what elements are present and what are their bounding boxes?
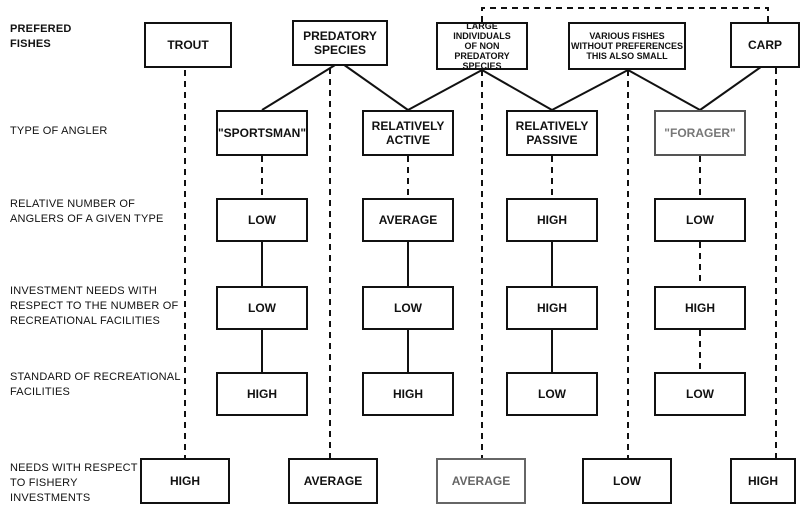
- value-label: LOW: [394, 301, 422, 315]
- value-label: LOW: [248, 213, 276, 227]
- investment-c4: HIGH: [654, 286, 746, 330]
- row-label-line: FACILITIES: [10, 386, 71, 398]
- row-label-standard: STANDARD OF RECREATIONAL FACILITIES: [10, 370, 181, 400]
- row-label-line: STANDARD OF RECREATIONAL: [10, 371, 181, 383]
- value-label: HIGH: [685, 301, 715, 315]
- value-label: HIGH: [537, 213, 567, 227]
- value-label: LOW: [538, 387, 566, 401]
- fishery-needs-trout: HIGH: [140, 458, 230, 504]
- row-label-line: FISHES: [10, 38, 51, 50]
- fish-label-line: SPECIES: [462, 61, 502, 71]
- angler-box-fourth: "FORAGER": [654, 110, 746, 156]
- angler-label-line: PASSIVE: [526, 133, 578, 147]
- row-label-line: RESPECT TO THE NUMBER OF: [10, 300, 179, 312]
- fish-label-line: VARIOUS FISHES: [589, 31, 665, 41]
- angler-label-line: ACTIVE: [385, 133, 430, 147]
- row-label-line: NEEDS WITH RESPECT: [10, 462, 138, 474]
- value-label: AVERAGE: [378, 213, 438, 227]
- investment-c2: LOW: [362, 286, 454, 330]
- value-label: HIGH: [247, 387, 277, 401]
- value-label: HIGH: [748, 474, 778, 488]
- value-label: HIGH: [170, 474, 200, 488]
- value-label: LOW: [686, 213, 714, 227]
- row-label-line: INVESTMENTS: [10, 492, 91, 504]
- fish-label: TROUT: [167, 38, 209, 52]
- fishery-needs-carp: HIGH: [730, 458, 796, 504]
- standard-c1: HIGH: [216, 372, 308, 416]
- row-label-line: TYPE OF ANGLER: [10, 125, 108, 137]
- fish-label-line: PREDATORY: [303, 29, 377, 43]
- angler-box-sportsman: "SPORTSMAN": [216, 110, 308, 156]
- investment-c3: HIGH: [506, 286, 598, 330]
- row-label-fishery: NEEDS WITH RESPECT TO FISHERY INVESTMENT…: [10, 461, 138, 506]
- fish-label: CARP: [747, 38, 782, 52]
- row-label-line: RELATIVE NUMBER OF: [10, 198, 136, 210]
- value-label: AVERAGE: [451, 474, 511, 488]
- row-label-line: INVESTMENT NEEDS WITH: [10, 285, 158, 297]
- value-label: LOW: [613, 474, 641, 488]
- fish-box-large-individuals: LARGE INDIVIDUALS OF NON PREDATORY SPECI…: [436, 21, 528, 71]
- fish-box-carp: CARP: [730, 22, 800, 68]
- fish-box-trout: TROUT: [144, 22, 232, 68]
- angler-label-line: RELATIVELY: [515, 119, 589, 133]
- standard-c4: LOW: [654, 372, 746, 416]
- fish-box-predatory: PREDATORY SPECIES: [292, 20, 388, 66]
- relative-number-c2: AVERAGE: [362, 198, 454, 242]
- angler-label-line: RELATIVELY: [371, 119, 445, 133]
- standard-c3: LOW: [506, 372, 598, 416]
- fish-label-line: WITHOUT PREFERENCES: [570, 41, 683, 51]
- fish-label-line: SPECIES: [313, 43, 366, 57]
- value-label: HIGH: [537, 301, 567, 315]
- relative-number-c1: LOW: [216, 198, 308, 242]
- relative-number-c4: LOW: [654, 198, 746, 242]
- fish-label-line: THIS ALSO SMALL: [586, 51, 668, 61]
- row-label-relative-number: RELATIVE NUMBER OF ANGLERS OF A GIVEN TY…: [10, 197, 164, 227]
- fish-label-line: OF NON PREDATORY: [454, 41, 510, 61]
- angler-box-active: RELATIVELY ACTIVE: [362, 110, 454, 156]
- value-label: AVERAGE: [303, 474, 363, 488]
- row-label-line: TO FISHERY: [10, 477, 78, 489]
- row-label-fishes: PREFERED FISHES: [10, 22, 72, 52]
- row-label-angler-type: TYPE OF ANGLER: [10, 124, 108, 139]
- value-label: HIGH: [393, 387, 423, 401]
- fishery-needs-various: LOW: [582, 458, 672, 504]
- fishery-needs-predatory: AVERAGE: [288, 458, 378, 504]
- standard-c2: HIGH: [362, 372, 454, 416]
- row-label-line: PREFERED: [10, 23, 72, 35]
- row-label-line: RECREATIONAL FACILITIES: [10, 315, 161, 327]
- angler-label: "SPORTSMAN": [217, 126, 307, 140]
- fish-label-line: LARGE INDIVIDUALS: [453, 21, 511, 41]
- investment-c1: LOW: [216, 286, 308, 330]
- fish-box-various: VARIOUS FISHES WITHOUT PREFERENCES THIS …: [568, 22, 686, 70]
- relative-number-c3: HIGH: [506, 198, 598, 242]
- value-label: LOW: [248, 301, 276, 315]
- value-label: LOW: [686, 387, 714, 401]
- row-label-investment-needs: INVESTMENT NEEDS WITH RESPECT TO THE NUM…: [10, 284, 178, 329]
- row-label-line: ANGLERS OF A GIVEN TYPE: [10, 213, 164, 225]
- fishery-needs-large: AVERAGE: [436, 458, 526, 504]
- angler-box-passive: RELATIVELY PASSIVE: [506, 110, 598, 156]
- angler-label: "FORAGER": [664, 126, 736, 140]
